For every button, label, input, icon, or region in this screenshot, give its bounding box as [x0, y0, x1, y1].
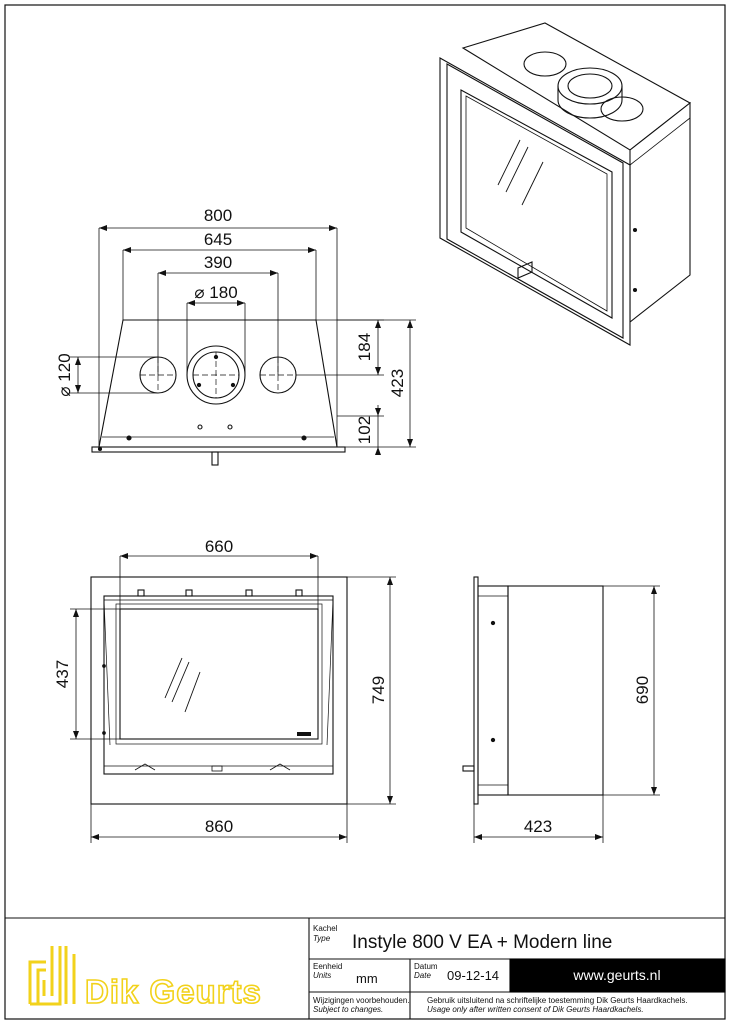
dim-diameter-180: ⌀ 180 [194, 283, 237, 302]
website-text: www.geurts.nl [572, 967, 660, 983]
dik-geurts-logo [28, 946, 76, 1006]
front-view-arrows [75, 225, 413, 455]
type-label: Kachel [313, 924, 338, 933]
dim-102: 102 [355, 416, 374, 444]
iso-outlet-left [523, 51, 567, 77]
title-block [5, 917, 726, 1019]
side-view-front-plate [473, 576, 479, 805]
glass-view-frame [90, 576, 348, 805]
type-value: Instyle 800 V EA + Modern line [352, 932, 612, 953]
glass-view-glass [119, 608, 319, 740]
date-label-en: Date [414, 971, 431, 980]
dim-660: 660 [205, 537, 233, 556]
dim-437: 437 [53, 660, 72, 688]
side-view-dimensions [473, 585, 660, 843]
iso-glass [460, 89, 613, 319]
iso-flue-opening [567, 73, 613, 99]
dim-diameter-120: ⌀ 120 [55, 353, 74, 396]
changes-en: Subject to changes. [313, 1005, 383, 1014]
dim-749: 749 [369, 676, 388, 704]
usage-en: Usage only after written consent of Dik … [427, 1005, 644, 1014]
glass-view [90, 576, 348, 805]
iso-front-frame-inner [446, 63, 624, 339]
side-view-body [507, 585, 604, 796]
units-label-en: Units [313, 971, 331, 980]
dim-423-front: 423 [388, 369, 407, 397]
glass-view-inner-frame [103, 595, 334, 775]
iso-glass-inner [465, 95, 608, 312]
front-view [91, 319, 346, 466]
glass-view-arrows [73, 553, 393, 840]
front-view-knob [211, 451, 219, 466]
changes-nl: Wijzigingen voorbehouden. [313, 996, 410, 1005]
sheet-border [4, 4, 726, 1020]
side-view-arrows [474, 586, 657, 840]
type-label-en: Type [313, 934, 331, 943]
date-label: Datum [414, 962, 438, 971]
units-value: mm [356, 971, 378, 986]
isometric-view [439, 22, 691, 346]
side-view-frame [477, 585, 509, 796]
website-band [509, 958, 726, 993]
dim-184: 184 [355, 333, 374, 361]
dim-423-side: 423 [524, 817, 552, 836]
glass-view-dimensions [70, 555, 396, 843]
front-view-dimensions [70, 227, 416, 452]
glass-reflection [164, 657, 183, 699]
dim-690: 690 [633, 676, 652, 704]
dim-645: 645 [204, 230, 232, 249]
units-label: Eenheid [313, 962, 342, 971]
dim-390: 390 [204, 253, 232, 272]
date-value: 09-12-14 [447, 968, 499, 983]
usage-nl: Gebruik uitsluitend na schriftelijke toe… [427, 996, 688, 1005]
side-view [462, 576, 604, 805]
logo-text: Dik Geurts [85, 973, 262, 1010]
dim-800: 800 [204, 206, 232, 225]
iso-handle [517, 261, 533, 279]
front-view-body [98, 319, 338, 448]
dim-860: 860 [205, 817, 233, 836]
side-view-handle [462, 765, 475, 772]
iso-front-frame [439, 57, 631, 346]
iso-glass-reflection [497, 139, 521, 186]
front-view-base [91, 446, 346, 453]
